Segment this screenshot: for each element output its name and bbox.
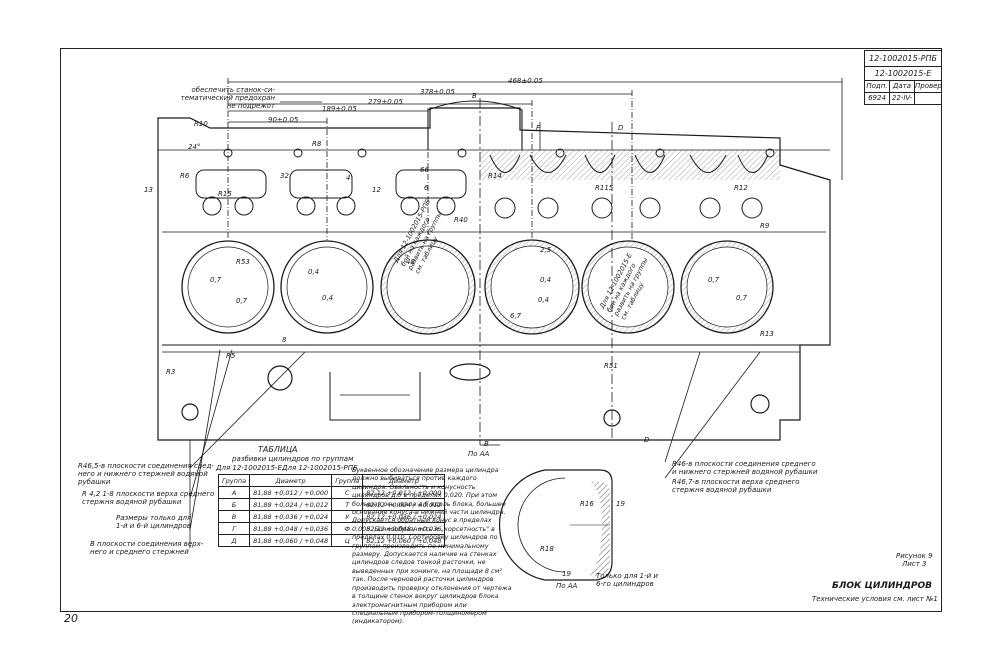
dim-378: 378±0.05 [420,88,455,96]
label-r15: R15 [218,190,232,198]
table-row: А 81,88 +0,012 / +0,000 С 82,12 +0,012 /… [217,486,446,499]
technical-notes: Буквенное обозначение размера цилиндра д… [352,466,512,626]
label-d04-c: 0,4 [540,276,552,284]
label-r12: R12 [734,184,748,192]
label-4: 4 [346,174,351,182]
table-cell: 81,88 +0,060 / +0,048 [249,534,333,547]
col-header: Группа [217,474,251,487]
label-r53: R53 [236,258,250,266]
left-note-2: R 4,2 1-8 плоскости верха среднего стерж… [82,490,215,506]
table-cell: Г [217,522,251,535]
table-left-head: Для 12-1002015-Е [216,464,282,472]
cylinder-groups-table: Группа Диаметр Группа Диаметр А 81,88 +0… [217,474,446,547]
detail-dim-19: 19 [562,570,571,578]
table-cell: 82,12 +0,024 / +0,012 [362,498,446,511]
col-header: Диаметр [249,474,333,487]
detail-r18: R18 [540,545,554,553]
table-cell: 81,88 +0,036 / +0,024 [249,510,333,523]
detail-only-note: Только для 1-й и 6-го цилиндров [596,572,658,588]
label-d07-b: 0,7 [236,297,248,305]
label-r3: R3 [166,368,176,376]
detail-19: 19 [616,500,625,508]
label-r115: R115 [595,184,614,192]
label-r40: R40 [454,216,468,224]
table-cell: В [217,510,251,523]
label-d07-a: 0,7 [210,276,222,284]
label-13: 13 [144,186,153,194]
view-po-aa: По АА [468,450,490,458]
label-12: 12 [372,186,381,194]
page-number: 20 [64,612,78,625]
left-note-3: Размеры только для 1-й и 6-й цилиндров [116,514,192,530]
section-d-top: D [618,124,624,132]
table-cell: Б [217,498,251,511]
top-left-note: обеспечить станок-си- тематический предо… [180,86,275,110]
table-right-head: Для 12-1002015-РПБ [282,464,358,472]
label-8: 8 [282,336,287,344]
detail-po-aa: По АА [556,582,578,590]
table-header-row: Группа Диаметр Группа Диаметр [217,474,446,487]
table-row: Д 81,88 +0,060 / +0,048 Ц 82,12 +0,060 /… [217,534,446,547]
table-cell: 81,88 +0,012 / +0,000 [249,486,333,499]
label-d04-b: 0,4 [322,294,334,302]
right-note-1: R46-в плоскости соединения среднего и ни… [672,460,818,476]
left-note-1: R46,5-в плоскости соединения сред- него … [78,462,214,486]
label-32: 32 [280,172,289,180]
label-d04-a: 0,4 [308,268,320,276]
label-r9: R9 [760,222,770,230]
label-67: 6,7 [510,312,522,320]
label-6: 6 [424,184,429,192]
section-b-bottom: B [484,440,489,448]
sheet-info: Рисунок 9 Лист 3 [896,552,933,568]
detail-r16: R16 [580,500,594,508]
label-48: 48 [406,258,415,266]
table-cell: Ц [331,534,364,547]
drawing-subtitle: Технические условия см. лист №1 [812,595,938,603]
right-note-2: R46,7-в плоскости верха среднего стержня… [672,478,800,494]
label-r14: R14 [488,172,502,180]
table-cell: А [217,486,251,499]
table-title: ТАБЛИЦА [258,445,298,454]
section-b-top: B [472,92,477,100]
label-r8: R8 [312,140,322,148]
dim-90: 90±0.05 [268,116,299,124]
label-r10: R10 [194,120,208,128]
dim-189: 189±0.05 [322,105,357,113]
doc-stamp: 12-1002015-РПБ 12-1002015-Е Подп. Дата и… [864,50,942,106]
dim-468: 468±0.05 [508,77,543,85]
label-d07-c: 0,7 [708,276,720,284]
drawing-frame [60,48,942,612]
label-d07-d: 0,7 [736,294,748,302]
table-cell: 81,88 +0,024 / +0,012 [249,498,333,511]
label-r6: R6 [180,172,190,180]
label-r51: R51 [604,362,618,370]
table-subtitle: разбивки цилиндров по группам [232,455,354,463]
stamp-val-3 [914,92,942,105]
section-f: F [536,124,541,132]
table-cell: 82,12 +0,060 / +0,048 [362,534,446,547]
left-note-4: В плоскости соединения верх- него и сред… [90,540,204,556]
section-d-bottom: D [644,436,650,444]
drawing-title: БЛОК ЦИЛИНДРОВ [832,581,933,591]
label-25: 2,5 [540,246,552,254]
label-24deg: 24° [188,143,201,151]
dim-279: 279±0.05 [368,98,403,106]
label-r5: R5 [226,352,236,360]
label-r13: R13 [760,330,774,338]
table-cell: Д [217,534,251,547]
table-cell: 81,88 +0,048 / +0,036 [249,522,333,535]
label-d04-d: 0,4 [538,296,550,304]
label-66: 66 [420,166,429,174]
